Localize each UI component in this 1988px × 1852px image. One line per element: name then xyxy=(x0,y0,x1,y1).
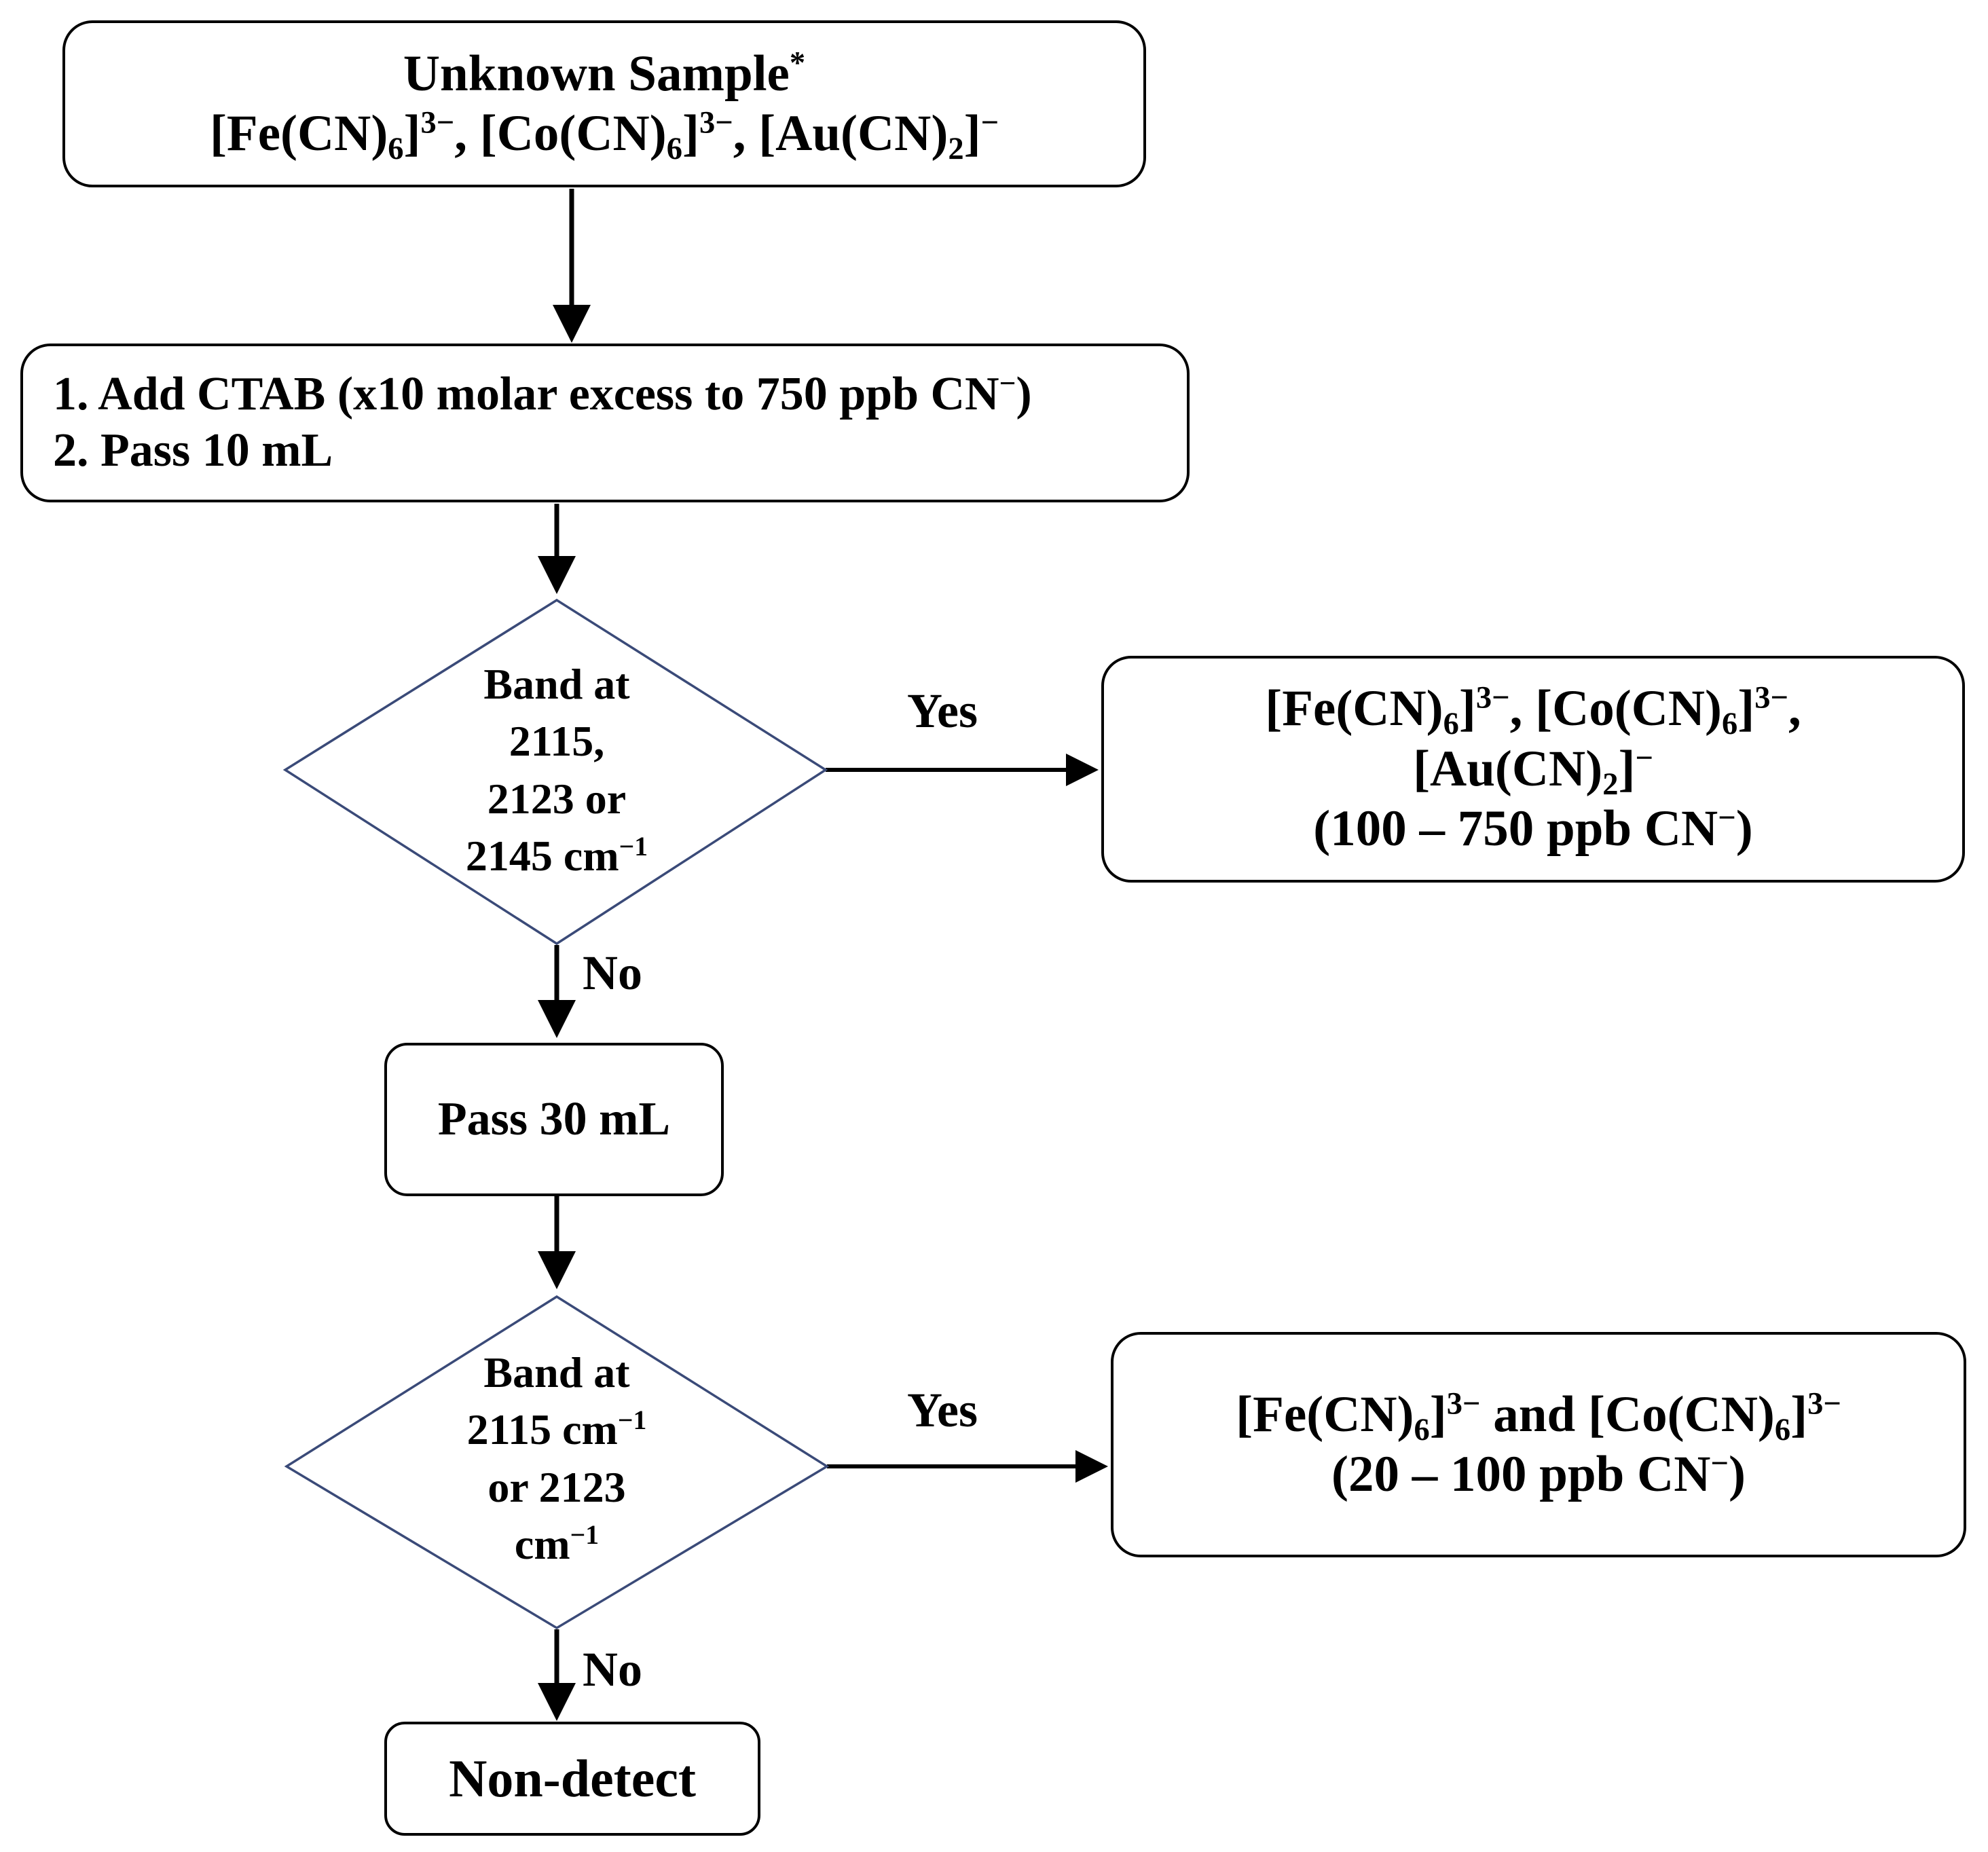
species-co: [Co(CN)6]3−, xyxy=(479,105,759,167)
result1-species-line2: [Au(CN)2]− xyxy=(1413,740,1653,802)
decision1-line: 2115, xyxy=(509,717,605,766)
step2-label: Pass 30 mL xyxy=(437,1092,671,1145)
result2-range: (20 – 100 ppb CN−) xyxy=(1331,1446,1746,1502)
decision1-line: 2145 cm−1 xyxy=(465,832,648,881)
result1-box: [Fe(CN)6]3−, [Co(CN)6]3−, [Au(CN)2]− (10… xyxy=(1101,656,1965,883)
end-label: Non-detect xyxy=(449,1748,696,1808)
decision1-text: Band at 2115, 2123 or 2145 cm−1 xyxy=(387,656,726,885)
step1-line1: 1. Add CTAB (x10 molar excess to 750 ppb… xyxy=(53,367,1032,421)
result2-box: [Fe(CN)6]3− and [Co(CN)6]3− (20 – 100 pp… xyxy=(1111,1332,1966,1557)
yes-label-2: Yes xyxy=(907,1383,978,1437)
yes-label-1: Yes xyxy=(907,684,978,738)
step1-line2: 2. Pass 10 mL xyxy=(53,424,333,477)
decision2-line: 2115 cm−1 xyxy=(466,1405,647,1454)
result1-range: (100 – 750 ppb CN−) xyxy=(1313,800,1753,857)
no-label-2: No xyxy=(583,1642,642,1697)
decision2-text: Band at 2115 cm−1 or 2123 cm−1 xyxy=(387,1344,726,1574)
decision1-line: Band at xyxy=(483,660,630,708)
start-title: Unknown Sample* xyxy=(403,45,806,102)
result1-species-line1: [Fe(CN)6]3−, [Co(CN)6]3−, xyxy=(1265,680,1801,742)
start-box: Unknown Sample* [Fe(CN)6]3−, [Co(CN)6]3−… xyxy=(62,20,1146,187)
step1-box: 1. Add CTAB (x10 molar excess to 750 ppb… xyxy=(20,344,1190,502)
decision2-line: or 2123 xyxy=(487,1462,626,1511)
step2-box: Pass 30 mL xyxy=(384,1043,724,1196)
decision-diamond-1 xyxy=(282,598,828,946)
decision-diamond-2 xyxy=(284,1295,830,1630)
start-species: [Fe(CN)6]3−, [Co(CN)6]3−, [Au(CN)2]− xyxy=(209,104,999,167)
decision1-line: 2123 or xyxy=(487,774,627,823)
end-box: Non-detect xyxy=(384,1722,760,1836)
species-au: [Au(CN)2]− xyxy=(758,105,999,167)
decision2-line: Band at xyxy=(483,1348,630,1396)
result2-species: [Fe(CN)6]3− and [Co(CN)6]3− xyxy=(1236,1386,1841,1447)
decision2-line: cm−1 xyxy=(514,1520,600,1569)
species-fe: [Fe(CN)6]3−, xyxy=(209,105,480,167)
no-label-1: No xyxy=(583,946,642,1000)
